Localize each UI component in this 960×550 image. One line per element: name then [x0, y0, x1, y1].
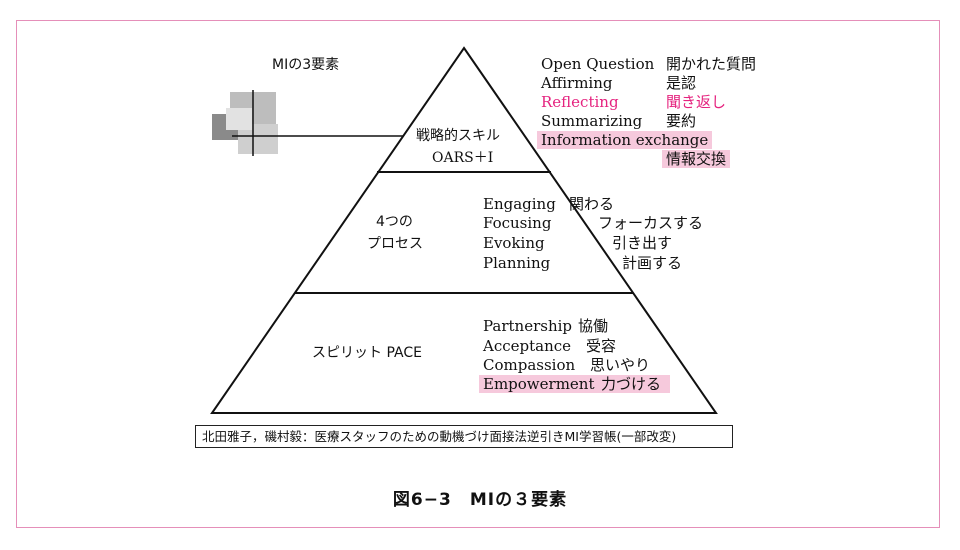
- spirit-ja-acceptance: 受容: [586, 337, 617, 355]
- bottom-tier-title: スピリット PACE: [312, 345, 422, 361]
- top-tier-title: 戦略的スキル: [416, 128, 500, 144]
- middle-tier-title: 4つの: [376, 214, 413, 230]
- skill-en-reflecting: Reflecting: [541, 93, 619, 111]
- spirit-ja-compassion: 思いやり: [590, 356, 651, 374]
- process-en-planning: Planning: [483, 254, 551, 272]
- process-ja-planning: 計画する: [622, 254, 683, 272]
- skill-en-summarizing: Summarizing: [541, 112, 643, 130]
- skill-en-information-exchange: Information exchange: [537, 131, 713, 149]
- skill-en-open-question: Open Question: [541, 55, 655, 73]
- skill-ja-affirming: 是認: [666, 74, 697, 92]
- figure-frame: [16, 20, 940, 528]
- spirit-en-empowerment: Empowerment: [479, 375, 670, 393]
- middle-tier-subtitle: プロセス: [367, 236, 423, 252]
- skill-ja-reflecting: 聞き返し: [666, 93, 727, 111]
- skill-ja-summarizing: 要約: [666, 112, 697, 130]
- figure-caption: 図6−3 MIの３要素: [392, 490, 568, 510]
- top-tier-subtitle: OARS＋I: [432, 150, 494, 166]
- pyramid-outline: [210, 46, 718, 414]
- corner-label: MIの3要素: [272, 57, 340, 73]
- process-ja-engaging: 関わる: [569, 195, 615, 213]
- skill-en-affirming: Affirming: [541, 74, 613, 92]
- process-en-engaging: Engaging: [483, 195, 556, 213]
- spirit-en-acceptance: Acceptance: [483, 337, 572, 355]
- grey-square-4: [226, 108, 252, 130]
- process-ja-evoking: 引き出す: [612, 234, 673, 252]
- crosshair-graphic: [212, 90, 405, 156]
- source-citation: 北田雅子，磯村毅：医療スタッフのための動機づけ面接法逆引きMI学習帳(一部改変): [195, 425, 733, 448]
- spirit-ja-partnership: 協働: [578, 317, 609, 335]
- process-en-focusing: Focusing: [483, 214, 552, 232]
- spirit-ja-empowerment: 力づける: [601, 375, 662, 393]
- process-ja-focusing: フォーカスする: [598, 214, 704, 232]
- process-en-evoking: Evoking: [483, 234, 545, 252]
- skill-ja-open-question: 開かれた質問: [666, 55, 757, 73]
- spirit-en-compassion: Compassion: [483, 356, 576, 374]
- spirit-en-partnership: Partnership: [483, 317, 573, 335]
- skill-ja-information-exchange: 情報交換: [662, 150, 731, 168]
